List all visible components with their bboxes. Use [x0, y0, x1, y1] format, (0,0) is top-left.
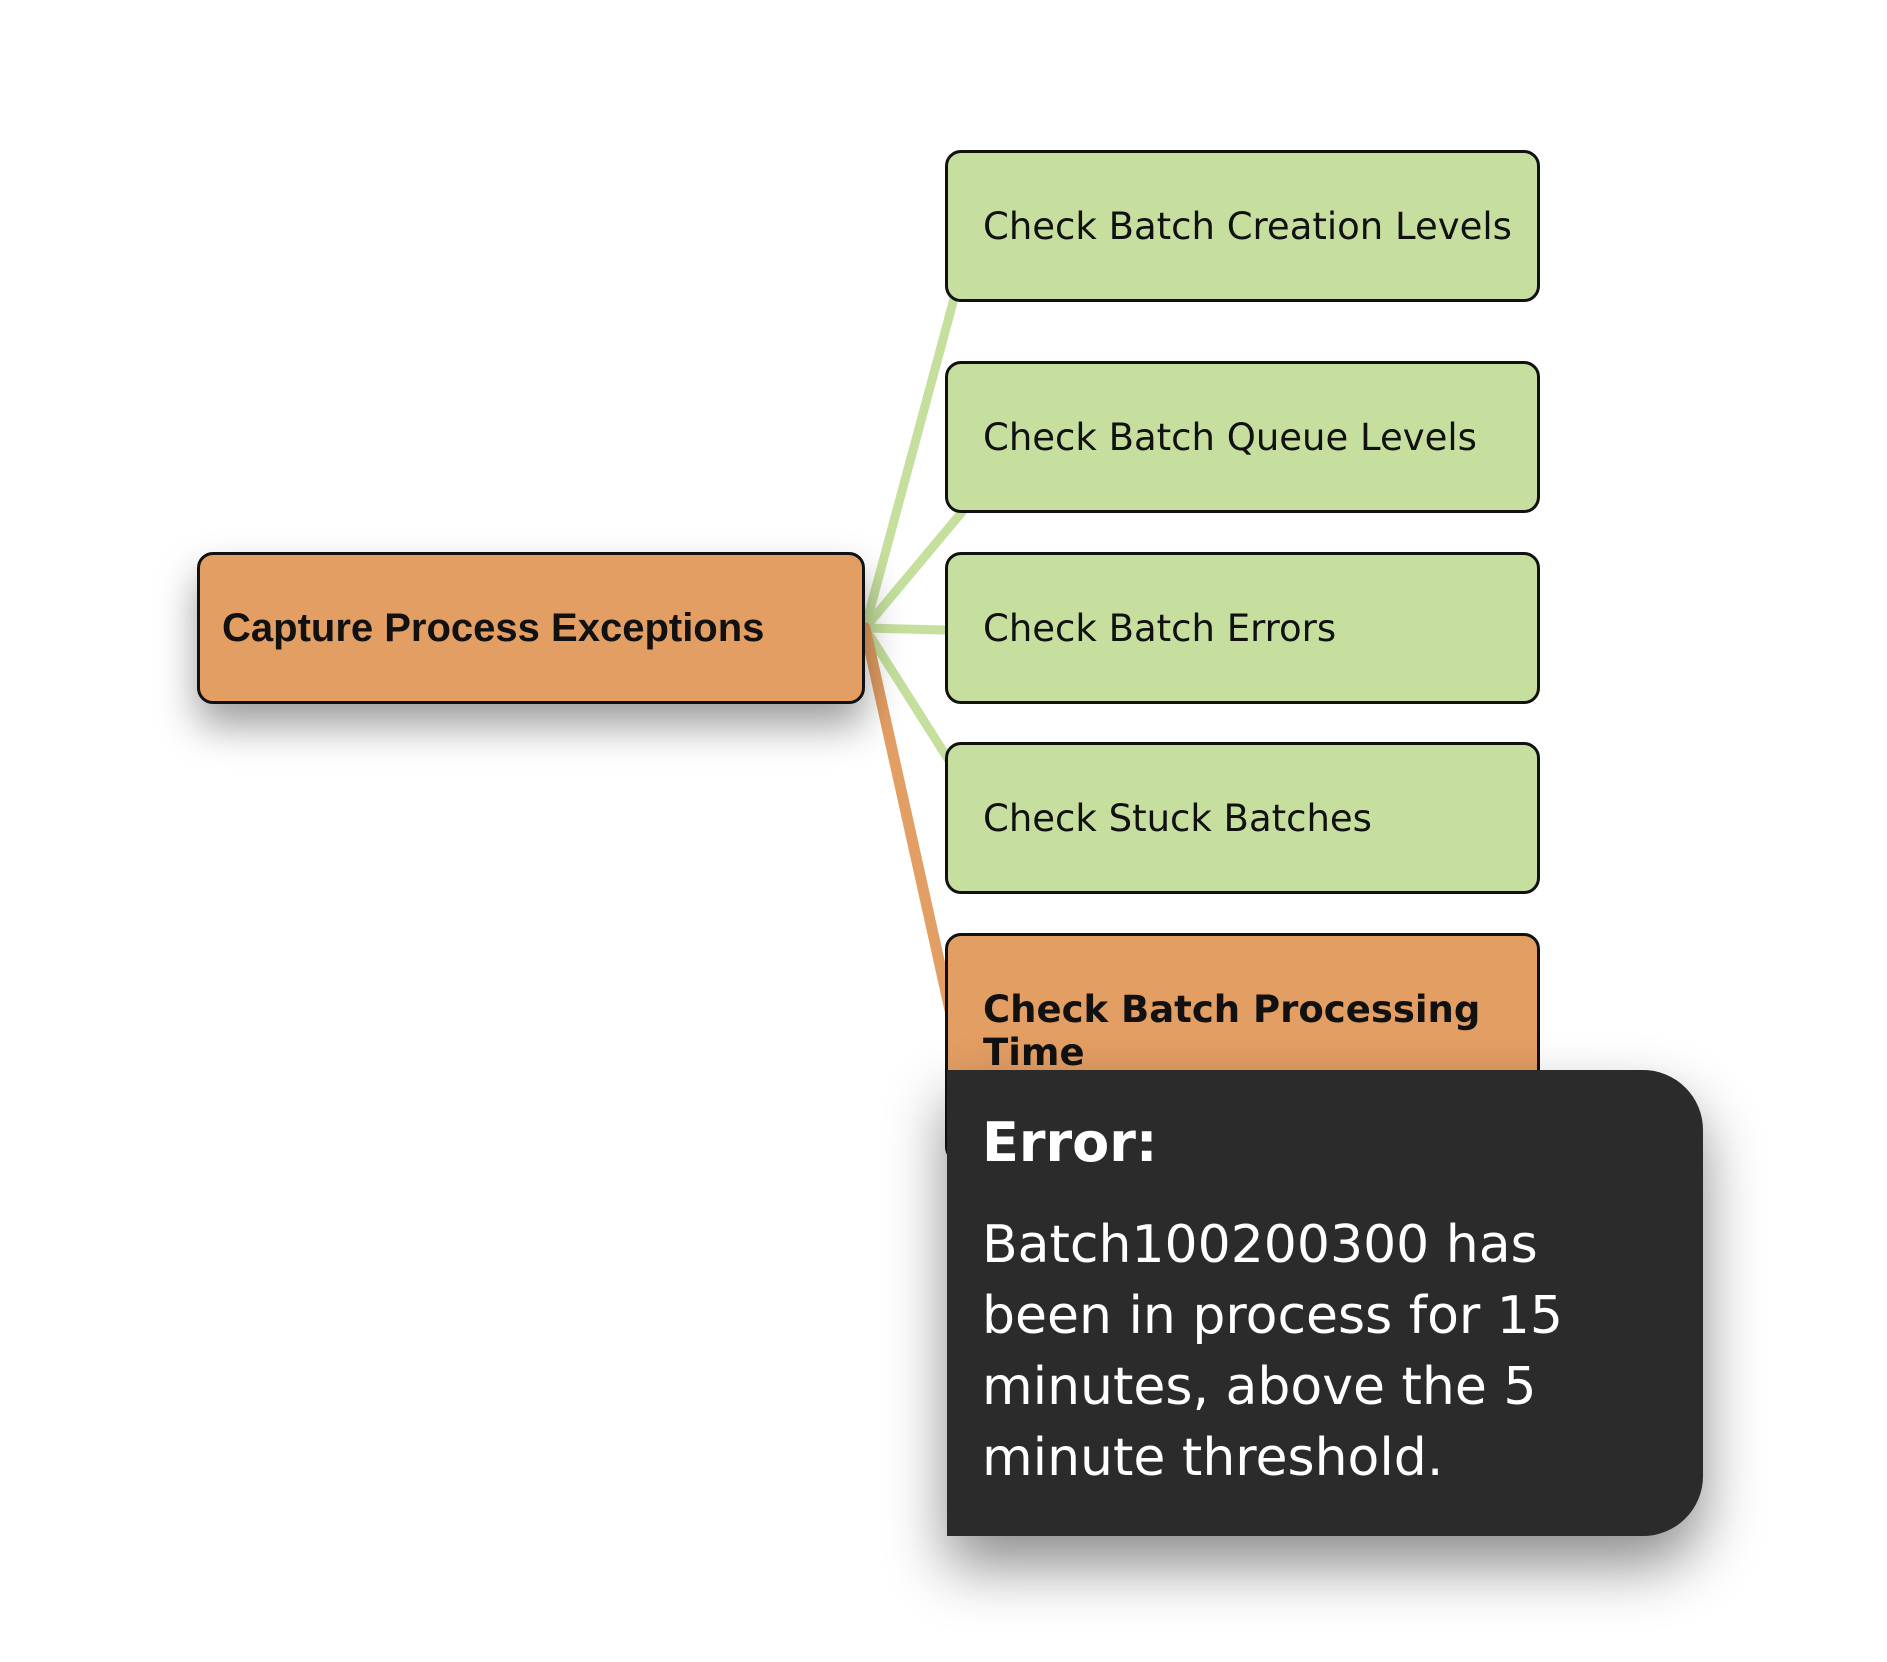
node-check-stuck-batches[interactable]: Check Stuck Batches [945, 742, 1540, 894]
node-label: Check Batch Errors [983, 606, 1337, 650]
error-tooltip-title: Error: [982, 1111, 1158, 1174]
connector-root-to-batch-queue-levels [860, 507, 967, 633]
error-tooltip: Error: Batch100200300 has been in proces… [947, 1070, 1703, 1536]
connector-root-to-batch-creation-levels [860, 290, 960, 633]
connector-root-to-batch-processing-time [859, 622, 956, 1016]
node-check-batch-errors[interactable]: Check Batch Errors [945, 552, 1540, 704]
root-node-label: Capture Process Exceptions [222, 605, 765, 650]
connector-root-to-batch-errors [860, 623, 950, 635]
node-label: Check Stuck Batches [983, 796, 1372, 840]
root-node-capture-process-exceptions[interactable]: Capture Process Exceptions [197, 552, 865, 704]
node-check-batch-queue-levels[interactable]: Check Batch Queue Levels [945, 361, 1540, 513]
node-check-batch-creation-levels[interactable]: Check Batch Creation Levels [945, 150, 1540, 302]
error-tooltip-message: Batch100200300 has been in process for 1… [982, 1215, 1563, 1489]
connector-root-to-stuck-batches [860, 623, 960, 775]
node-label: Check Batch Creation Levels [983, 204, 1512, 248]
node-label: Check Batch Queue Levels [983, 415, 1477, 459]
node-label: Check Batch Processing Time [983, 988, 1481, 1074]
